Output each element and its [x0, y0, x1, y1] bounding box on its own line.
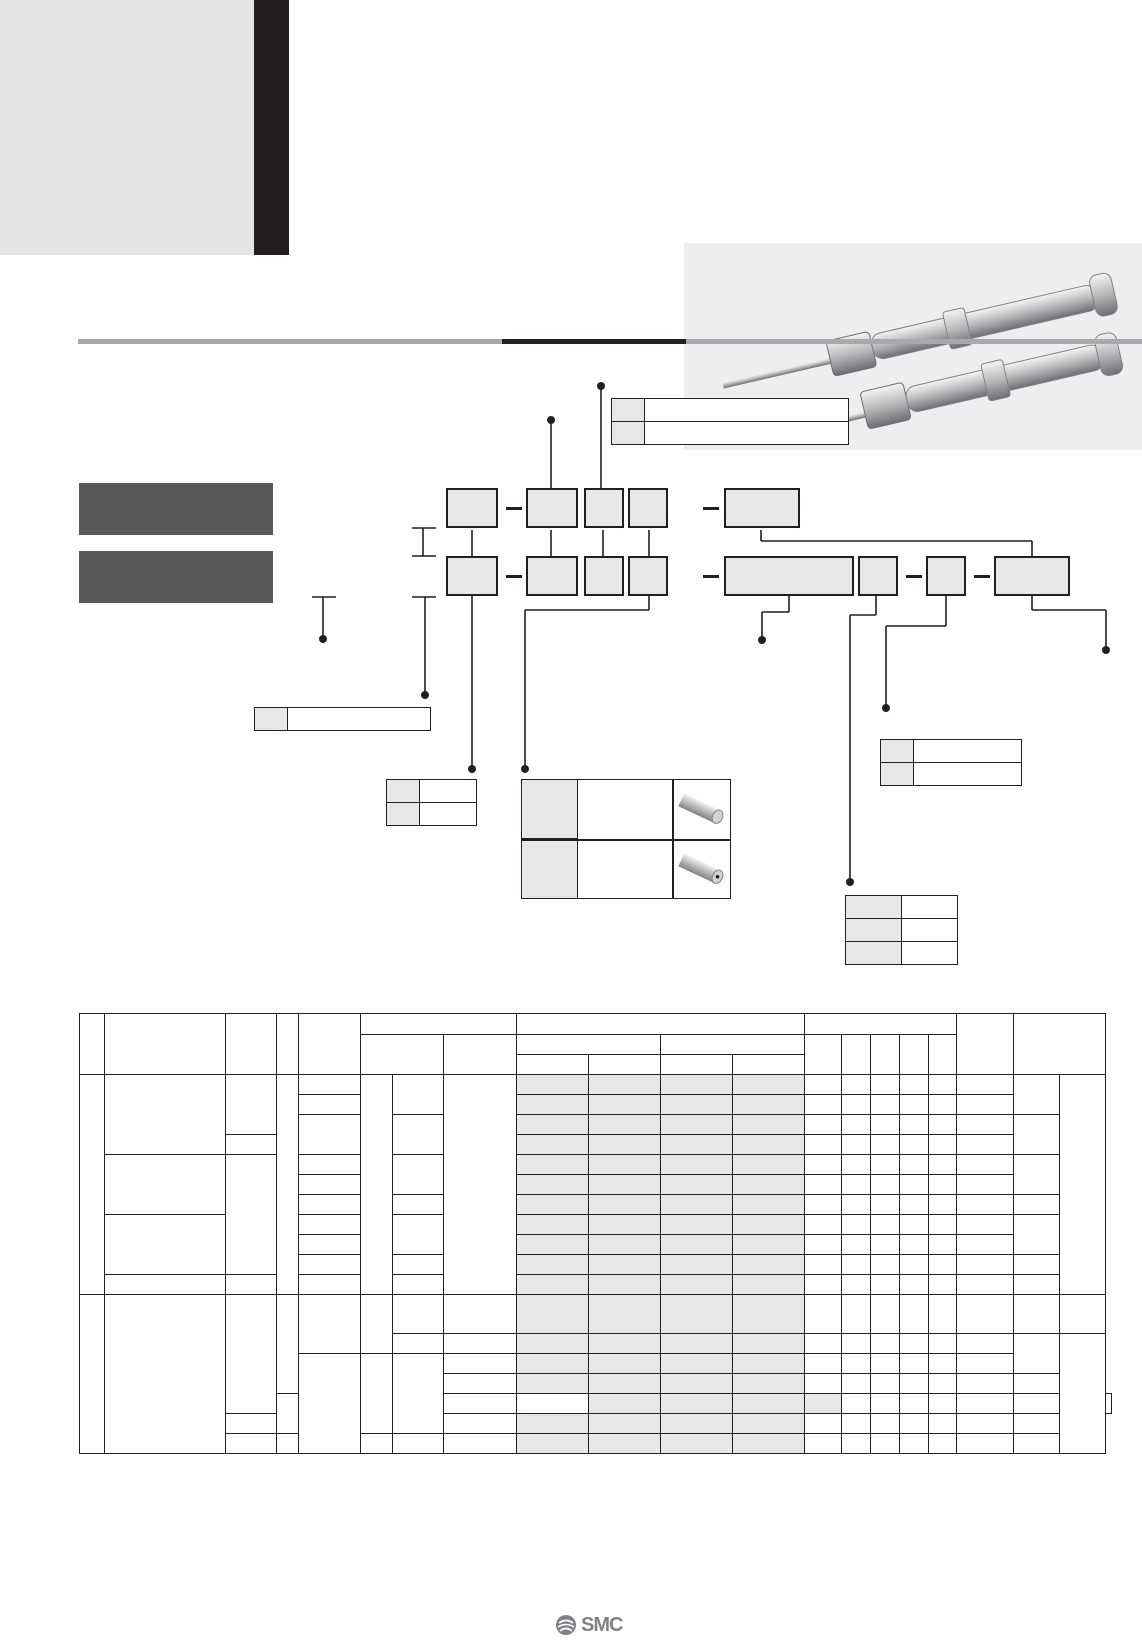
rod-end-key [522, 839, 578, 898]
side-header-block [0, 0, 254, 255]
specification-table [79, 1013, 1112, 1454]
smc-logo: SMC [555, 1612, 635, 1638]
code-box-mounting-2 [446, 556, 498, 596]
option-table-mounting [386, 779, 477, 826]
code-box-mounting [446, 488, 498, 528]
model-tab-2 [79, 551, 273, 603]
option-table-port [611, 398, 849, 445]
plain-rod-end-icon [678, 793, 724, 824]
logo-text: SMC [581, 1613, 623, 1636]
section-rule-end [686, 339, 1142, 344]
code-box-bore-2 [526, 556, 578, 596]
code-box-rod-end [628, 488, 668, 528]
code-separator [906, 575, 922, 578]
section-rule [78, 339, 502, 344]
smc-swirl-icon [556, 1615, 576, 1635]
option-table-switch-qty [845, 895, 958, 965]
chamfered-rod-end-icon [678, 853, 724, 884]
code-box-bore [526, 488, 578, 528]
option-table-lead [880, 739, 1022, 786]
code-separator [703, 507, 719, 510]
code-separator [506, 575, 522, 578]
header-accent-bar [254, 0, 289, 255]
code-separator [974, 575, 990, 578]
code-box-suffix [994, 556, 1070, 596]
code-box-switch [858, 556, 898, 596]
code-box-stroke [724, 488, 800, 528]
model-tab-1 [79, 483, 273, 535]
code-separator [703, 575, 719, 578]
section-rule-accent [502, 339, 686, 344]
code-box-stroke-2 [724, 556, 854, 596]
row-divider [522, 839, 730, 841]
code-box-rod-end-2 [628, 556, 668, 596]
option-table-type [254, 707, 431, 731]
code-separator [506, 507, 522, 510]
code-box-lead [926, 556, 966, 596]
ordering-diagram-lines [312, 382, 1110, 886]
option-table-rod-end [521, 779, 731, 899]
rod-end-key [522, 780, 578, 839]
code-box-port-2 [584, 556, 624, 596]
code-box-port [584, 488, 624, 528]
